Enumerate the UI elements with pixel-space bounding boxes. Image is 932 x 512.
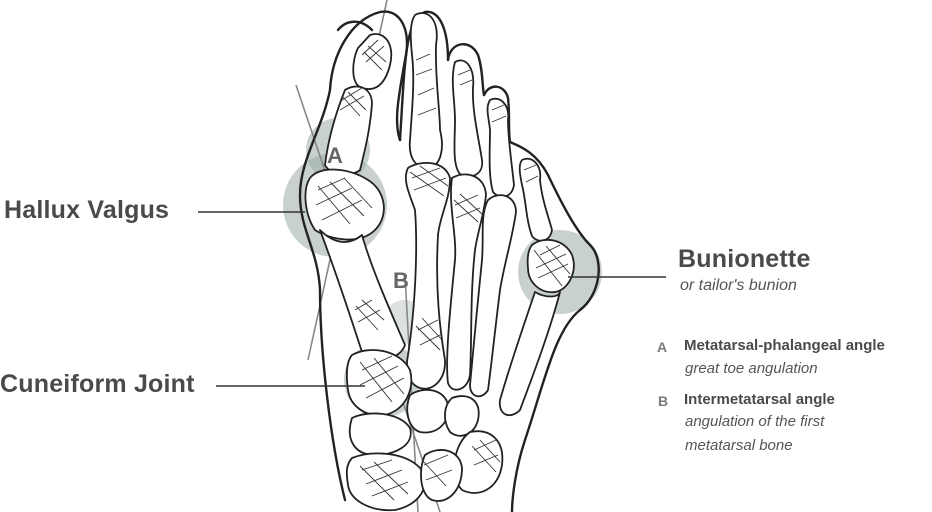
cuneiform-joint-label: Cuneiform Joint — [0, 370, 195, 398]
angle-b-marker: B — [393, 268, 409, 293]
lateral-cuneiform — [444, 395, 480, 437]
callout-lines — [198, 211, 666, 387]
fifth-metatarsal-shaft — [498, 291, 561, 417]
hallux-valgus-label: Hallux Valgus — [4, 196, 170, 224]
bones — [304, 12, 575, 512]
bunionette-sublabel: or tailor's bunion — [680, 277, 797, 294]
legend-a-title: Metatarsal-phalangeal angle — [684, 337, 885, 354]
second-metatarsal — [404, 162, 451, 390]
fourth-metatarsal — [469, 194, 517, 398]
medial-cuneiform — [345, 349, 413, 417]
first-metatarsal-shaft — [319, 229, 406, 361]
fifth-metatarsal-head — [526, 238, 575, 294]
intermediate-cuneiform — [406, 388, 449, 434]
legend-a-subtitle: great toe angulation — [685, 360, 818, 377]
tarsal-bone — [420, 449, 463, 502]
legend-b-subtitle-line1: angulation of the first — [685, 413, 825, 430]
talus — [345, 452, 426, 512]
bunionette-label: Bunionette — [678, 245, 811, 273]
legend-a-letter: A — [657, 339, 668, 355]
legend-b-subtitle-line2: metatarsal bone — [685, 437, 793, 454]
third-toe-phalanges — [451, 59, 483, 178]
legend-b-letter: B — [658, 393, 669, 409]
second-toe-phalanges — [408, 12, 443, 170]
legend-b-title: Intermetatarsal angle — [684, 391, 835, 408]
third-metatarsal — [446, 173, 487, 391]
hatching — [315, 39, 571, 501]
hallux-proximal-phalanx — [324, 85, 373, 176]
navicular — [348, 412, 412, 456]
angle-a-marker: A — [327, 143, 343, 168]
